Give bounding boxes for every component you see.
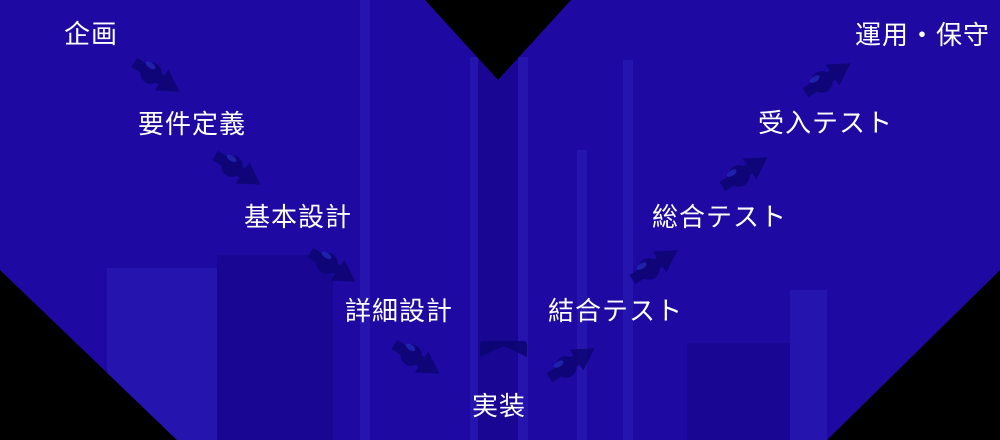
- process-arrow-icon: [619, 233, 691, 297]
- step-label-planning: 企画: [64, 19, 119, 49]
- ghost-panel: [623, 60, 633, 440]
- step-label-basic-design: 基本設計: [244, 202, 353, 232]
- step-label-system-test: 総合テスト: [652, 202, 788, 232]
- step-label-detailed-design: 詳細設計: [345, 296, 454, 326]
- ghost-panel: [478, 57, 518, 440]
- step-label-integration-test: 結合テスト: [548, 296, 684, 326]
- ghost-panel: [107, 268, 217, 440]
- step-label-operation-maintenance: 運用・保守: [855, 20, 991, 50]
- box-top-roof-shape: [480, 341, 527, 357]
- ghost-panel: [577, 150, 587, 440]
- ghost-panel: [217, 255, 333, 440]
- ghost-panel: [790, 290, 827, 440]
- ghost-panel: [518, 57, 528, 440]
- step-label-requirements: 要件定義: [138, 109, 247, 139]
- ghost-panel: [470, 57, 478, 440]
- process-arrow-icon: [121, 45, 193, 109]
- process-arrow-icon: [792, 46, 864, 110]
- ghost-panel: [687, 343, 790, 440]
- step-label-implementation: 実装: [472, 391, 527, 421]
- process-arrow-icon: [381, 327, 453, 391]
- process-arrow-icon: [202, 138, 274, 202]
- process-arrow-icon: [536, 331, 608, 395]
- process-arrow-icon: [709, 140, 781, 204]
- step-label-acceptance-test: 受入テスト: [758, 108, 894, 138]
- process-arrow-icon: [297, 235, 369, 299]
- ghost-panel: [360, 0, 370, 440]
